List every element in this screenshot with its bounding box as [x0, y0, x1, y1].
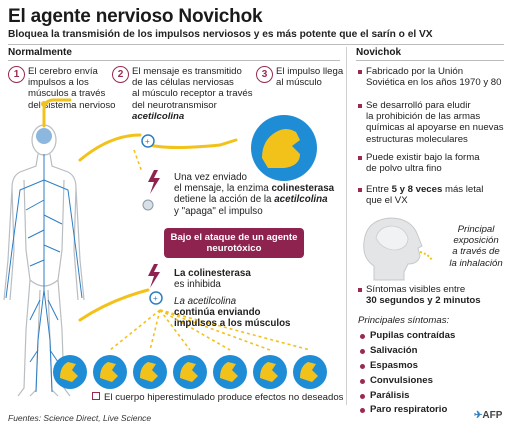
brain-icon — [36, 128, 52, 144]
normal-heading: Normalmente — [8, 47, 72, 58]
symptom-item: Pupilas contraídas — [370, 330, 456, 341]
symptom-bullet — [360, 349, 365, 354]
symptom-bullet — [360, 379, 365, 384]
head-illustration — [363, 217, 433, 281]
fact-potency: Entre 5 y 8 veces más letal que el VX — [366, 184, 484, 207]
symptom-item: Salivación — [370, 345, 418, 356]
svg-text:+: + — [153, 294, 158, 303]
symptom-bullet — [360, 364, 365, 369]
afp-icon: ✈ — [474, 410, 483, 421]
symptom-item: Parálisis — [370, 390, 410, 401]
step-3-number: 3 — [256, 66, 273, 83]
header-divider — [8, 44, 504, 45]
muscle-row-flex — [60, 362, 318, 382]
symptom-bullet — [360, 394, 365, 399]
nerve-illustration: + + — [3, 98, 327, 397]
symptom-bullet — [360, 408, 365, 413]
fact-onset: Síntomas visibles entre 30 segundos y 2 … — [366, 284, 481, 307]
afp-logo: ✈AFP — [474, 410, 503, 421]
lightning-icon-attack — [148, 264, 160, 288]
page-title: El agente nervioso Novichok — [8, 6, 263, 27]
symptom-bullet — [360, 334, 365, 339]
fact-bullet — [358, 156, 362, 160]
enzyme-icon — [142, 199, 154, 211]
step-2-number: 2 — [112, 66, 129, 83]
continue-text: La acetilcolina continúa enviando impuls… — [174, 296, 291, 330]
dotted-arrows — [109, 149, 311, 351]
effects-text: El cuerpo hiperestimulado produce efecto… — [92, 392, 343, 403]
novichok-divider — [356, 60, 504, 61]
inhibit-text: La colinesterasa es inhibida — [174, 268, 251, 291]
muscle-icon-large — [251, 115, 317, 181]
nerve-network — [5, 154, 83, 393]
normal-divider — [8, 60, 340, 61]
fact-bullet — [358, 70, 362, 74]
column-divider — [346, 47, 347, 405]
synapse-node-attack: + — [149, 291, 163, 305]
symptom-item: Convulsiones — [370, 375, 433, 386]
symptoms-heading: Principales síntomas: — [358, 315, 450, 326]
attack-banner: Bajo el ataque de un agente neurotóxico — [164, 228, 304, 258]
fact-bullet — [358, 188, 362, 192]
synapse-node: + — [141, 134, 155, 148]
fact-bullet — [358, 288, 362, 292]
fact-bullet — [358, 104, 362, 108]
page-subtitle: Bloquea la transmisión de los impulsos n… — [8, 29, 433, 40]
novichok-heading: Novichok — [356, 47, 402, 58]
step-1-number: 1 — [8, 66, 25, 83]
symptom-item: Paro respiratorio — [370, 404, 448, 415]
svg-text:+: + — [145, 137, 150, 146]
sources-footer: Fuentes: Science Direct, Live Science — [8, 413, 152, 423]
lightning-icon — [148, 170, 160, 194]
symptom-item: Espasmos — [370, 360, 418, 371]
effects-marker — [92, 392, 100, 400]
enzyme-text: Una vez enviado el mensaje, la enzima co… — [174, 172, 335, 217]
